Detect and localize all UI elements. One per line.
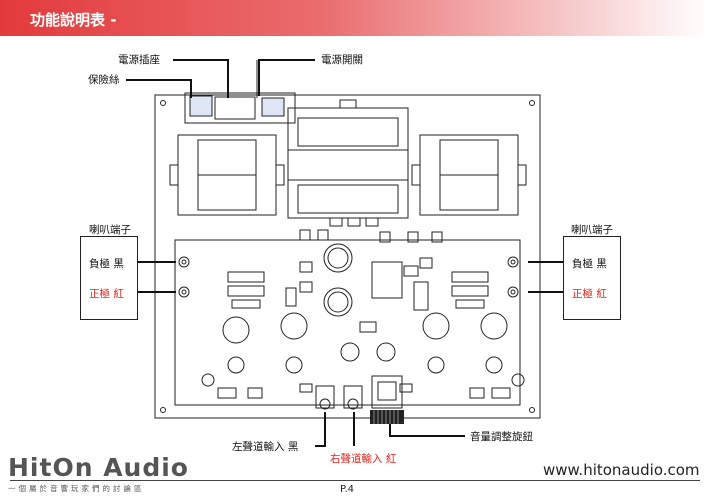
page-title: 功能說明表 - bbox=[30, 11, 117, 29]
label-right-input: 右聲道輸入 紅 bbox=[330, 453, 397, 465]
label-negative-right: 負極 黑 bbox=[572, 258, 607, 270]
volume-potentiometer bbox=[371, 375, 403, 409]
left-input-jack bbox=[315, 385, 335, 409]
label-fuse: 保險絲 bbox=[88, 74, 120, 86]
terminal-negative-right bbox=[507, 256, 519, 268]
leader-power-socket bbox=[173, 59, 229, 98]
label-negative-left: 負極 黑 bbox=[89, 258, 124, 270]
label-power-socket: 電源插座 bbox=[118, 54, 160, 66]
brand-slogan: 一個屬於音響玩家們的討論區 bbox=[8, 484, 145, 493]
power-transformer bbox=[287, 107, 409, 219]
label-speaker-terminal-right: 喇叭端子 bbox=[571, 224, 613, 236]
screw-hole bbox=[529, 407, 535, 413]
speaker-terminal-box-left: 負極 黑 正極 紅 bbox=[80, 236, 138, 320]
leader-left-input bbox=[315, 412, 326, 447]
power-socket bbox=[214, 96, 256, 120]
page-number: P.4 bbox=[340, 484, 355, 495]
footer-divider bbox=[10, 480, 700, 481]
power-switch bbox=[261, 97, 285, 117]
website-url: www.hitonaudio.com bbox=[543, 461, 700, 479]
leader-volume-knob bbox=[389, 424, 465, 437]
screw-hole bbox=[529, 100, 535, 106]
leader-fuse bbox=[126, 79, 192, 98]
right-input-jack bbox=[343, 385, 363, 409]
terminal-positive-left bbox=[178, 286, 190, 298]
terminal-positive-right bbox=[507, 286, 519, 298]
volume-knob-shaft bbox=[370, 410, 404, 424]
screw-hole bbox=[160, 407, 166, 413]
label-power-switch: 電源開關 bbox=[321, 54, 363, 66]
chassis-plate bbox=[154, 94, 541, 419]
terminal-negative-left bbox=[178, 256, 190, 268]
fuse-holder bbox=[189, 95, 213, 117]
header-bar: 功能說明表 - bbox=[0, 0, 710, 36]
speaker-terminal-box-right: 負極 黑 正極 紅 bbox=[563, 236, 621, 320]
screw-hole bbox=[160, 100, 166, 106]
pcb-board bbox=[174, 239, 521, 406]
leader-power-switch bbox=[258, 59, 315, 96]
label-left-input: 左聲道輸入 黑 bbox=[232, 441, 299, 453]
label-positive-left: 正極 紅 bbox=[89, 288, 124, 300]
label-volume-knob: 音量調整旋鈕 bbox=[470, 431, 533, 443]
brand-logo: HitOn Audio bbox=[8, 453, 189, 482]
label-positive-right: 正極 紅 bbox=[572, 288, 607, 300]
label-speaker-terminal-left: 喇叭端子 bbox=[89, 224, 131, 236]
